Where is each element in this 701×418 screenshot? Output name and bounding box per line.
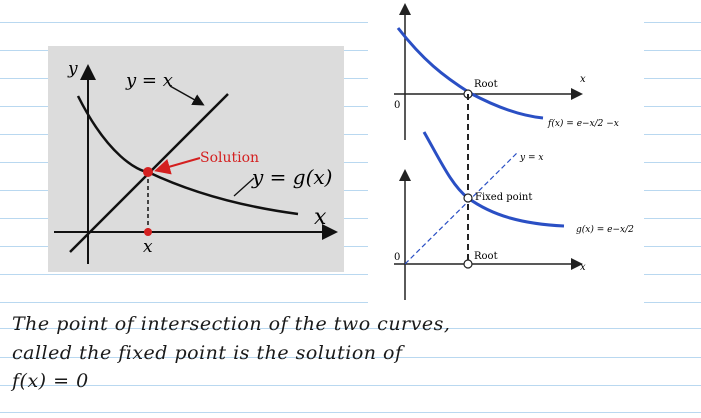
fixed-point-label: Fixed point	[475, 192, 532, 203]
y-axis-label: y	[67, 59, 78, 79]
solution-point	[143, 167, 153, 177]
solution-x-point	[144, 228, 152, 236]
identity-line	[404, 151, 519, 265]
ruled-line	[0, 134, 701, 135]
fixed-point-graph: y x y = x y = g(x) Solution x	[54, 59, 338, 264]
top-root-label: Root	[474, 79, 498, 90]
solution-label: Solution	[200, 150, 259, 166]
g-label: g(x) = e−x/2	[576, 224, 634, 235]
line-label-pointer	[169, 85, 205, 106]
ruled-line	[0, 190, 701, 191]
fixed-point-figure: y x y = x y = g(x) Solution x	[48, 46, 344, 272]
ruled-line	[0, 22, 701, 23]
solution-pointer	[154, 157, 201, 175]
g-curve	[422, 131, 565, 228]
ruled-line	[0, 412, 701, 413]
f-label: f(x) = e−x/2 −x	[547, 118, 619, 129]
ruled-line	[0, 357, 701, 358]
bottom-origin-label: 0	[394, 252, 400, 263]
curve-label: y = g(x)	[251, 165, 332, 189]
identity-line-label: y = x	[519, 153, 543, 163]
ruled-line	[0, 328, 701, 329]
bottom-x-axis-label: x	[580, 262, 586, 273]
note-line-3: f(x) = 0	[12, 370, 89, 392]
curve-label-pointer	[233, 177, 255, 197]
ruled-line	[0, 162, 701, 163]
solution-x-label: x	[143, 237, 153, 257]
ruled-line	[0, 385, 701, 386]
ruled-line	[0, 78, 701, 79]
fixed-point	[463, 193, 473, 203]
note-line-1: The point of intersection of the two cur…	[12, 313, 451, 335]
ruled-line	[0, 302, 701, 303]
bottom-root-point	[463, 259, 473, 269]
line-label: y = x	[125, 70, 173, 91]
top-origin-label: 0	[394, 100, 400, 111]
root-fixed-point-figure: 0 x Root f(x) = e−x/2 −x 0 x y = x Fixed…	[368, 0, 644, 312]
f-curve	[396, 27, 544, 120]
x-axis-label: x	[314, 205, 327, 230]
root-fixed-point-graph: 0 x Root f(x) = e−x/2 −x 0 x y = x Fixed…	[394, 3, 634, 300]
ruled-line	[0, 50, 701, 51]
ruled-line	[0, 106, 701, 107]
bottom-root-label: Root	[474, 251, 498, 262]
note-line-2: called the fixed point is the solution o…	[12, 342, 403, 364]
top-x-axis-label: x	[580, 74, 586, 85]
ruled-line	[0, 274, 701, 275]
ruled-line	[0, 218, 701, 219]
g-curve	[76, 95, 299, 216]
ruled-line	[0, 246, 701, 247]
